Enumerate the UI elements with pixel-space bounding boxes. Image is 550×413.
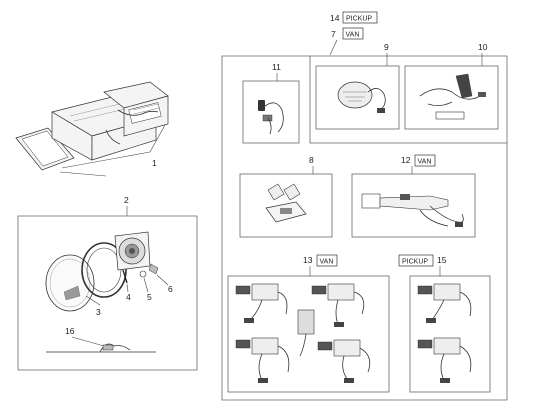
callout-6: 6 <box>168 284 173 294</box>
part-12-box <box>351 173 476 238</box>
part-13-box <box>227 275 390 393</box>
part-15-box <box>409 275 491 393</box>
part-8: 8 <box>239 155 333 238</box>
part-10: 10 <box>404 42 499 130</box>
tag-pickup-top: PICKUP <box>346 16 372 23</box>
part-8-box <box>239 173 333 238</box>
control-module <box>297 309 315 335</box>
callout-9: 9 <box>384 42 389 52</box>
tag-box-van-top <box>342 27 364 40</box>
actuator <box>417 283 472 323</box>
tag-box-pickup-15 <box>398 254 434 267</box>
washer <box>139 270 147 278</box>
part-9: 9 <box>315 42 400 130</box>
actuator <box>311 283 365 327</box>
callout-4: 4 <box>126 292 131 302</box>
part-15: PICKUP 15 <box>398 254 491 393</box>
leader-7 <box>329 39 338 56</box>
part-12: 12 VAN <box>351 154 476 238</box>
tag-box-van-13 <box>316 254 338 267</box>
callout-3: 3 <box>96 307 101 317</box>
speaker-ring <box>81 242 127 298</box>
callout-2: 2 <box>124 195 129 205</box>
legend-group: 14 PICKUP 7 VAN <box>329 11 378 56</box>
speaker-grille <box>45 254 95 312</box>
tag-pickup-15: PICKUP <box>402 259 428 266</box>
callout-16: 16 <box>65 326 75 336</box>
callout-11: 11 <box>272 62 281 72</box>
speaker-kit-box <box>17 215 198 371</box>
actuator <box>235 337 290 383</box>
radio-unit: 1 <box>15 81 169 177</box>
part-9-box <box>315 65 400 130</box>
actuator <box>235 283 288 323</box>
kit-outline-top <box>310 55 508 143</box>
part-11-box <box>242 80 300 144</box>
callout-10: 10 <box>478 42 488 52</box>
screw <box>122 269 128 284</box>
tag-box-pickup-top <box>342 11 378 24</box>
speaker-kit: 2 3 4 5 6 16 <box>17 195 198 371</box>
tag-van-top: VAN <box>346 32 360 39</box>
actuator <box>317 339 371 383</box>
callout-1: 1 <box>152 158 157 168</box>
part-10-box <box>404 65 499 130</box>
callout-15: 15 <box>437 255 447 265</box>
callout-14: 14 <box>330 13 340 23</box>
callout-13: 13 <box>303 255 313 265</box>
actuator <box>417 337 472 383</box>
part-13: 13 VAN <box>227 254 390 393</box>
tag-box-van-12 <box>414 154 436 167</box>
part-11: 11 <box>242 62 300 144</box>
tag-van-13: VAN <box>320 259 334 266</box>
tag-van-12: VAN <box>418 159 432 166</box>
clip <box>148 263 159 275</box>
callout-7: 7 <box>331 29 336 39</box>
callout-12: 12 <box>401 155 411 165</box>
callout-8: 8 <box>309 155 314 165</box>
callout-5: 5 <box>147 292 152 302</box>
